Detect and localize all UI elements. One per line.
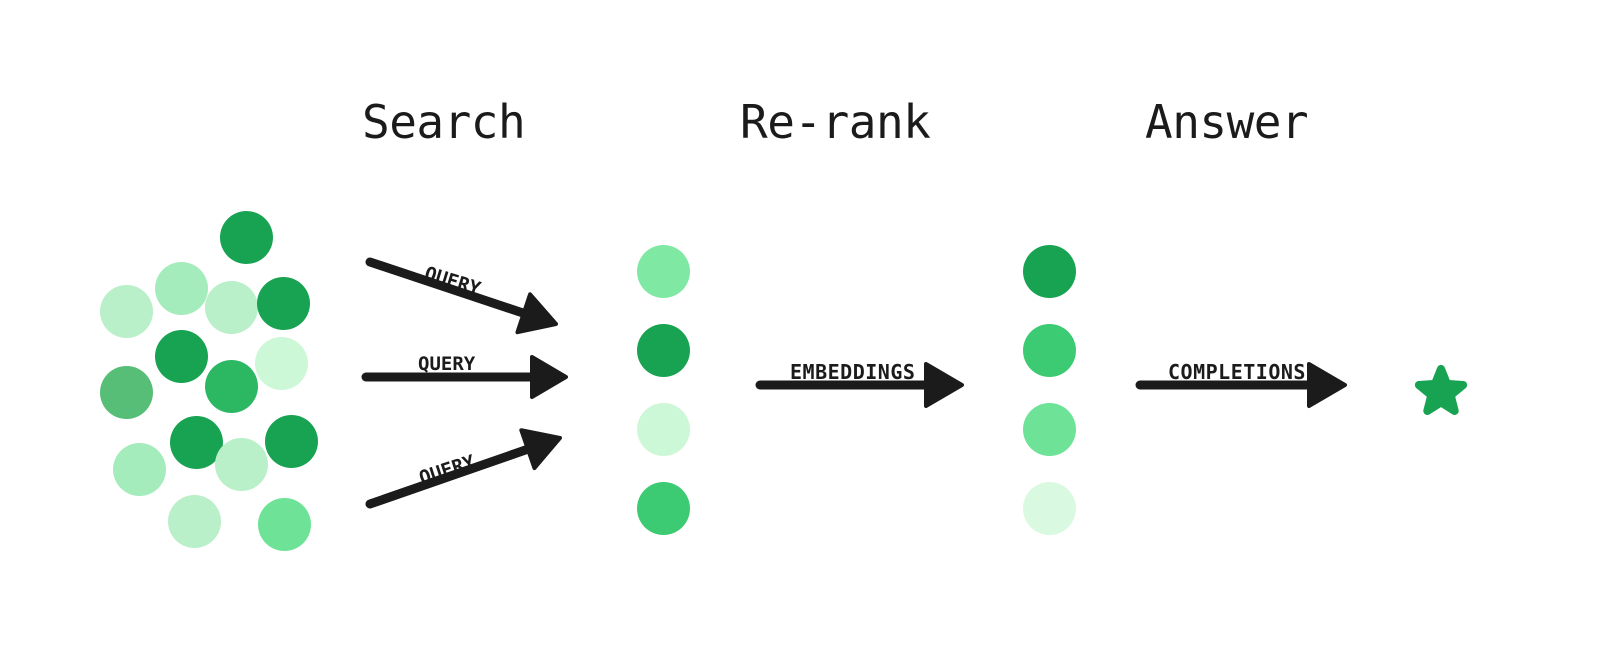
completions-arrow-label: COMPLETIONS xyxy=(1168,360,1306,384)
query-arrow-middle xyxy=(361,355,568,399)
retrieved-dot xyxy=(637,403,690,456)
retrieved-dot xyxy=(637,324,690,377)
retrieved-dot xyxy=(637,245,690,298)
corpus-dot xyxy=(215,438,268,491)
query-arrow-top-shaft xyxy=(365,257,529,318)
star-shape xyxy=(1414,364,1468,415)
answer-star-icon xyxy=(1414,364,1468,415)
heading-rerank: Re-rank xyxy=(740,95,931,149)
corpus-dot xyxy=(255,337,308,390)
embeddings-arrow-label: EMBEDDINGS xyxy=(790,360,916,384)
corpus-dot xyxy=(155,330,208,383)
heading-search: Search xyxy=(362,95,526,149)
embeddings-arrow-head xyxy=(924,362,964,408)
corpus-dot xyxy=(168,495,221,548)
corpus-dot xyxy=(265,415,318,468)
query-arrow-top-head xyxy=(515,292,558,335)
corpus-dot xyxy=(170,416,223,469)
corpus-dot xyxy=(100,366,153,419)
reranked-dot xyxy=(1023,403,1076,456)
completions-arrow xyxy=(1135,362,1347,408)
corpus-dot xyxy=(205,281,258,334)
query-arrow-label: QUERY xyxy=(418,353,476,375)
query-arrow-bottom xyxy=(365,428,562,509)
reranked-dot xyxy=(1023,482,1076,535)
query-arrow-middle-head xyxy=(530,355,568,399)
corpus-dot xyxy=(220,211,273,264)
heading-answer: Answer xyxy=(1145,95,1309,149)
corpus-dot xyxy=(205,360,258,413)
corpus-dot xyxy=(258,498,311,551)
corpus-dot xyxy=(100,285,153,338)
corpus-dot xyxy=(257,277,310,330)
completions-arrow-head xyxy=(1307,362,1347,408)
embeddings-arrow xyxy=(755,362,964,408)
query-arrow-bottom-head xyxy=(519,428,562,471)
corpus-dot xyxy=(113,443,166,496)
reranked-dot xyxy=(1023,245,1076,298)
query-arrow-top xyxy=(365,257,558,335)
corpus-dot xyxy=(155,262,208,315)
query-arrow-bottom-shaft xyxy=(365,444,533,509)
reranked-dot xyxy=(1023,324,1076,377)
retrieved-dot xyxy=(637,482,690,535)
